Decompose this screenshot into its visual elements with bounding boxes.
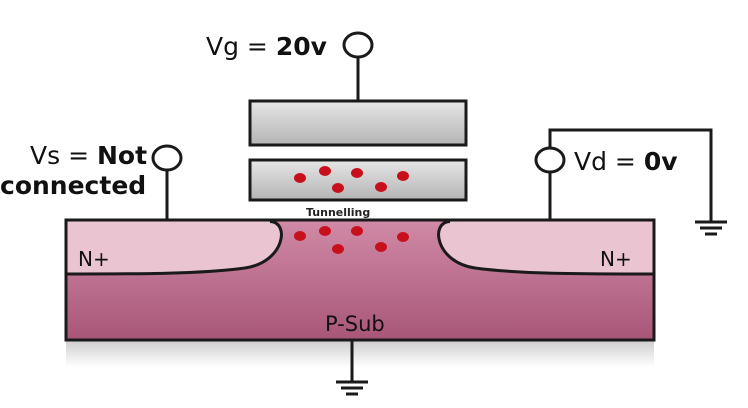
substrate-border <box>64 218 656 342</box>
drain-ground-wire <box>548 128 713 222</box>
control-gate <box>248 99 468 147</box>
gate-voltage-label: Vg = 20v <box>206 32 327 61</box>
drain-voltage-prefix: Vd = <box>574 147 644 176</box>
drain-voltage-value: 0v <box>644 147 678 176</box>
drain-ground-icon <box>695 220 727 236</box>
gate-terminal-icon <box>342 31 374 59</box>
drain-n-plus-region <box>438 221 653 274</box>
floating-gate-electrons <box>294 166 409 193</box>
source-n-plus-region <box>67 221 282 274</box>
source-voltage-prefix: Vs = <box>30 141 97 170</box>
drain-junction-line <box>437 220 653 276</box>
source-region-label: N+ <box>78 247 110 271</box>
gate-voltage-value: 20v <box>276 32 327 61</box>
source-voltage-value-line2: connected <box>0 171 146 200</box>
electron <box>397 171 409 181</box>
electron <box>332 183 344 193</box>
source-terminal-icon <box>151 144 183 172</box>
electron <box>319 226 331 236</box>
source-voltage-label: Vs = Not <box>30 141 147 170</box>
drain-voltage-label: Vd = 0v <box>574 147 678 176</box>
electron <box>294 231 306 241</box>
electron <box>351 226 363 236</box>
electron <box>397 232 409 242</box>
electron <box>319 166 331 176</box>
source-junction-line <box>67 220 283 276</box>
tunnelling-label: Tunnelling <box>306 206 370 219</box>
electron <box>375 182 387 192</box>
channel-electrons <box>294 226 409 254</box>
electron <box>294 173 306 183</box>
electron <box>332 244 344 254</box>
drain-region-label: N+ <box>600 247 632 271</box>
electron <box>351 168 363 178</box>
substrate-shadow <box>66 341 654 367</box>
electron <box>375 242 387 252</box>
drain-terminal-icon <box>534 146 566 174</box>
substrate-label: P-Sub <box>325 312 385 336</box>
gate-voltage-prefix: Vg = <box>206 32 276 61</box>
floating-gate <box>248 158 468 202</box>
substrate-ground-icon <box>336 380 368 396</box>
source-voltage-value-line1: Not <box>97 141 147 170</box>
